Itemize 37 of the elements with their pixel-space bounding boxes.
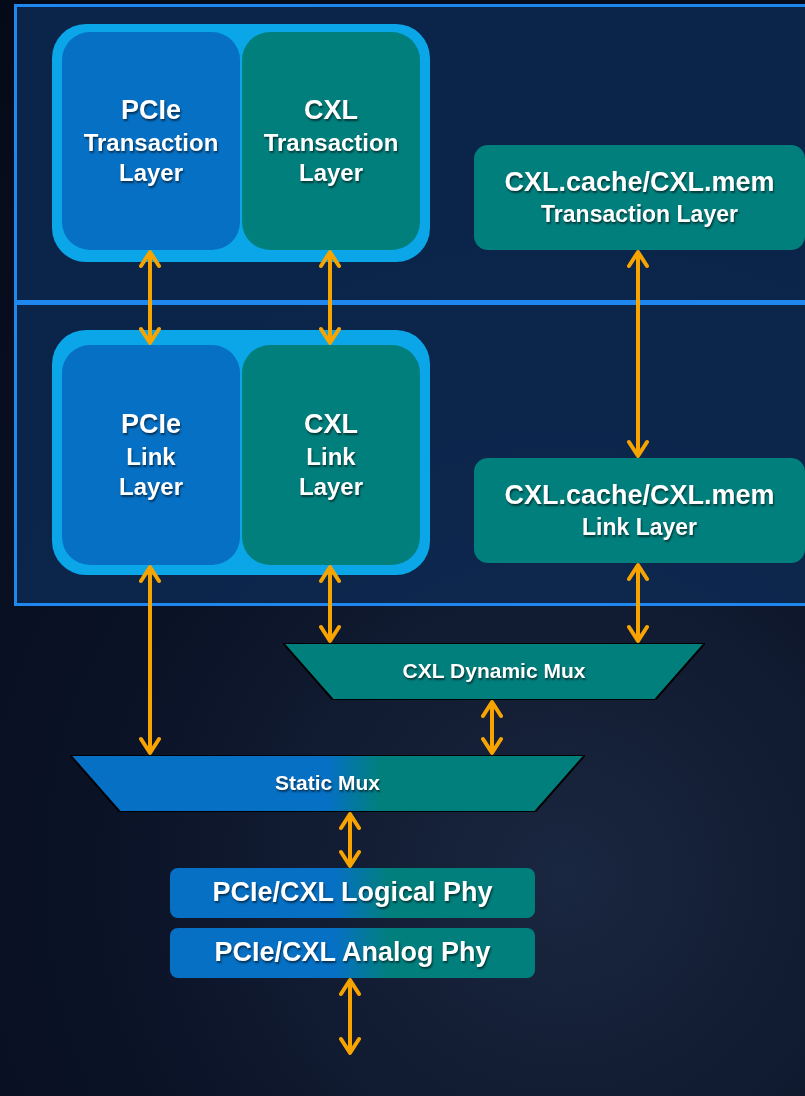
node-title: CXL	[304, 94, 358, 128]
node-title: CXL.cache/CXL.mem	[504, 166, 775, 200]
node-label: Transaction Layer	[263, 127, 399, 188]
layer-box	[242, 32, 420, 250]
node-title: PCIe	[121, 94, 181, 128]
double-arrow	[481, 700, 503, 755]
node-label: Transaction Layer	[541, 200, 738, 229]
node-title: Static Mux	[275, 770, 380, 797]
node-title: PCIe/CXL Logical Phy	[212, 876, 493, 910]
node-title: CXL.cache/CXL.mem	[504, 479, 775, 513]
node-title: PCIe	[121, 408, 181, 442]
node-label: Transaction Layer	[83, 127, 219, 188]
double-arrow	[627, 250, 649, 458]
layer-box	[474, 458, 805, 563]
layer-group	[52, 330, 430, 575]
double-arrow	[319, 250, 341, 345]
double-arrow	[319, 565, 341, 643]
phy-box	[170, 868, 535, 918]
double-arrow	[139, 565, 161, 755]
phy-box	[170, 928, 535, 978]
mux-trapezoid	[70, 755, 585, 812]
double-arrow	[139, 250, 161, 345]
layer-group	[52, 24, 430, 262]
layer-box	[474, 145, 805, 250]
layer-box	[242, 345, 420, 565]
node-label: Link Layer	[299, 441, 363, 502]
node-label: Link Layer	[581, 513, 697, 542]
double-arrow	[339, 812, 361, 868]
node-title: PCIe/CXL Analog Phy	[214, 936, 491, 970]
double-arrow	[339, 978, 361, 1055]
layer-box	[62, 345, 240, 565]
node-title: CXL	[304, 408, 358, 442]
double-arrow	[627, 563, 649, 643]
layer-box	[62, 32, 240, 250]
mux-trapezoid	[283, 643, 705, 700]
node-title: CXL Dynamic Mux	[402, 658, 586, 685]
node-label: Link Layer	[119, 441, 183, 502]
